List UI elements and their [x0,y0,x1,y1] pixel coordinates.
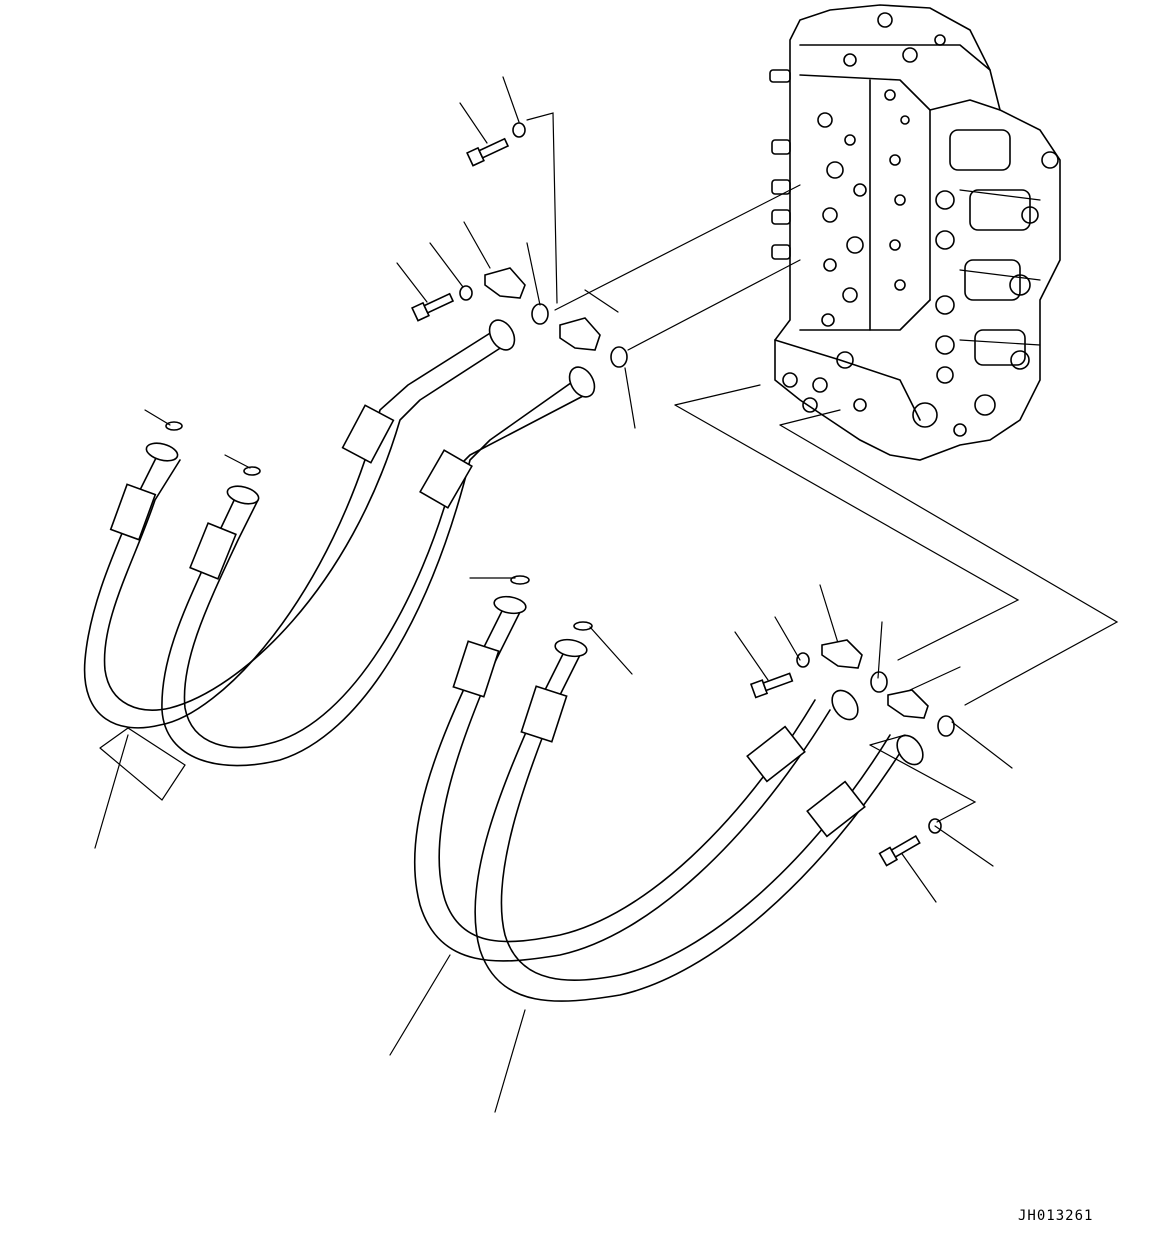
lower-hardware [751,640,954,866]
drawing-code: JH013261 [1018,1208,1094,1224]
upper-hose-pair [85,316,600,766]
lower-hose-pair [415,576,929,1001]
upper-hardware [412,123,627,367]
callout-leaders [145,77,1012,1112]
control-valve-assembly [770,5,1060,460]
assembly-guide-lines [95,113,1117,848]
